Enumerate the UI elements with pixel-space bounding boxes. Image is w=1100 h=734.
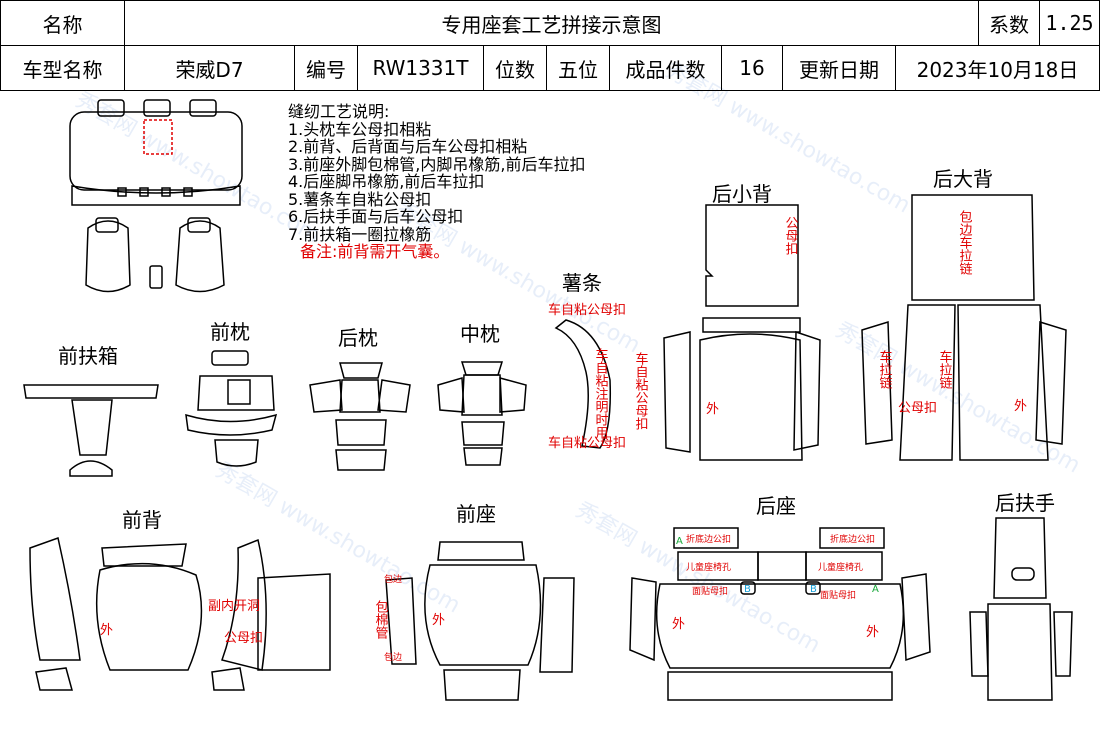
small-back-outer: 外 [706, 402, 719, 417]
rear-seat-outer-right: 外 [866, 625, 879, 640]
small-back-snap: 公母扣 [783, 216, 799, 255]
date-value-cell: 2023年10月18日 [895, 45, 1100, 91]
note-remark: 备注:前背需开气囊。 [300, 242, 450, 261]
section-fries: 薯条 [562, 271, 602, 295]
front-seat-edge-top: 包边 [384, 573, 402, 585]
coef-label-cell: 系数 [978, 0, 1040, 46]
rear-bench-overview [69, 99, 243, 206]
note-item: 1.头枕车公母扣相粘 [288, 119, 432, 139]
rear-seat-child-left: 儿童座椅孔 [686, 561, 731, 573]
model-value-cell: 荣威D7 [124, 45, 295, 91]
big-back-outer: 外 [1014, 399, 1027, 414]
model-label-cell: 车型名称 [0, 45, 125, 91]
mark-b: B [744, 584, 751, 595]
big-back-left-zip: 车拉链 [877, 349, 893, 390]
front-seat-edge-bottom: 包边 [384, 651, 402, 663]
big-back-snap: 公母扣 [898, 401, 937, 416]
mark-a: A [676, 536, 683, 547]
annotations: 车自粘公母扣 车自粘公母扣 车自粘注明时用 车自粘公母扣 公母扣 外 包边车拉链… [100, 210, 1027, 663]
front-back-airbag-hole: 副内开洞 [208, 598, 260, 614]
note-item: 5.薯条车自粘公母扣 [288, 189, 432, 209]
section-rear-headrest: 后枕 [338, 326, 378, 350]
rear-headrest-pattern [309, 362, 411, 471]
big-back-mid-zip: 车拉链 [937, 349, 953, 390]
section-front-back: 前背 [122, 508, 162, 532]
code-value-cell: RW1331T [357, 45, 484, 91]
rear-seat-fold-right: 折底边公扣 [830, 533, 875, 545]
section-rear-big-back: 后大背 [933, 167, 993, 191]
section-rear-small-back: 后小背 [712, 182, 772, 206]
pieces-label-cell: 成品件数 [609, 45, 722, 91]
rear-small-back-pattern [663, 204, 821, 461]
rear-seat-pattern [629, 527, 931, 701]
rear-armrest-pattern [969, 517, 1073, 701]
mark-a: A [872, 584, 879, 595]
front-seat-outer: 外 [432, 613, 445, 628]
fries-note-2: 车自粘公母扣 [633, 351, 649, 430]
fries-top-label: 车自粘公母扣 [548, 302, 626, 318]
front-seat-pattern [385, 541, 575, 701]
middle-headrest-pattern [437, 361, 527, 466]
section-rear-armrest: 后扶手 [995, 491, 1055, 515]
seats-label-cell: 位数 [483, 45, 547, 91]
section-rear-seat: 后座 [756, 494, 796, 518]
front-back-outer: 外 [100, 623, 113, 638]
section-front-seat: 前座 [456, 502, 496, 526]
note-item: 7.前扶箱一圈拉橡筋 [288, 224, 432, 244]
rear-seat-face-right: 面贴母扣 [820, 589, 856, 601]
date-label-cell: 更新日期 [782, 45, 896, 91]
notes-title: 缝纫工艺说明: [288, 102, 390, 121]
front-seat-tube: 包棉管 [373, 600, 389, 640]
section-middle-headrest: 中枕 [460, 322, 500, 346]
front-seats-overview [85, 217, 225, 293]
front-back-pattern [29, 537, 331, 691]
note-item: 6.后扶手面与后车公母扣 [288, 207, 464, 226]
section-front-headrest: 前枕 [210, 320, 250, 344]
fries-bottom-label: 车自粘公母扣 [548, 435, 626, 451]
sewing-notes: 缝纫工艺说明: 1.头枕车公母扣相粘 2.前背、后背面与后车公母扣相粘 3.前座… [288, 103, 585, 261]
rear-seat-fold-left: 折底边公扣 [686, 533, 731, 545]
note-item: 4.后座脚吊橡筋,前后车拉扣 [288, 172, 485, 191]
rear-big-back-pattern [861, 194, 1067, 461]
front-armrest-box-pattern [23, 384, 159, 477]
rear-seat-outer-left: 外 [672, 617, 685, 632]
rear-seat-child-right: 儿童座椅孔 [818, 561, 863, 573]
big-back-zip: 包边车拉链 [957, 210, 973, 276]
note-item: 2.前背、后背面与后车公母扣相粘 [288, 137, 528, 156]
fries-note-1: 车自粘注明时用 [593, 347, 609, 440]
front-headrest-pattern [185, 350, 278, 467]
fries-pattern [554, 319, 612, 449]
section-front-armrest-box: 前扶箱 [58, 344, 118, 368]
note-item: 3.前座外脚包棉管,内脚吊橡筋,前后车拉扣 [288, 154, 586, 174]
mark-b: B [810, 584, 817, 595]
rear-seat-face-left: 面贴母扣 [692, 585, 728, 597]
front-back-snap: 公母扣 [224, 631, 263, 646]
